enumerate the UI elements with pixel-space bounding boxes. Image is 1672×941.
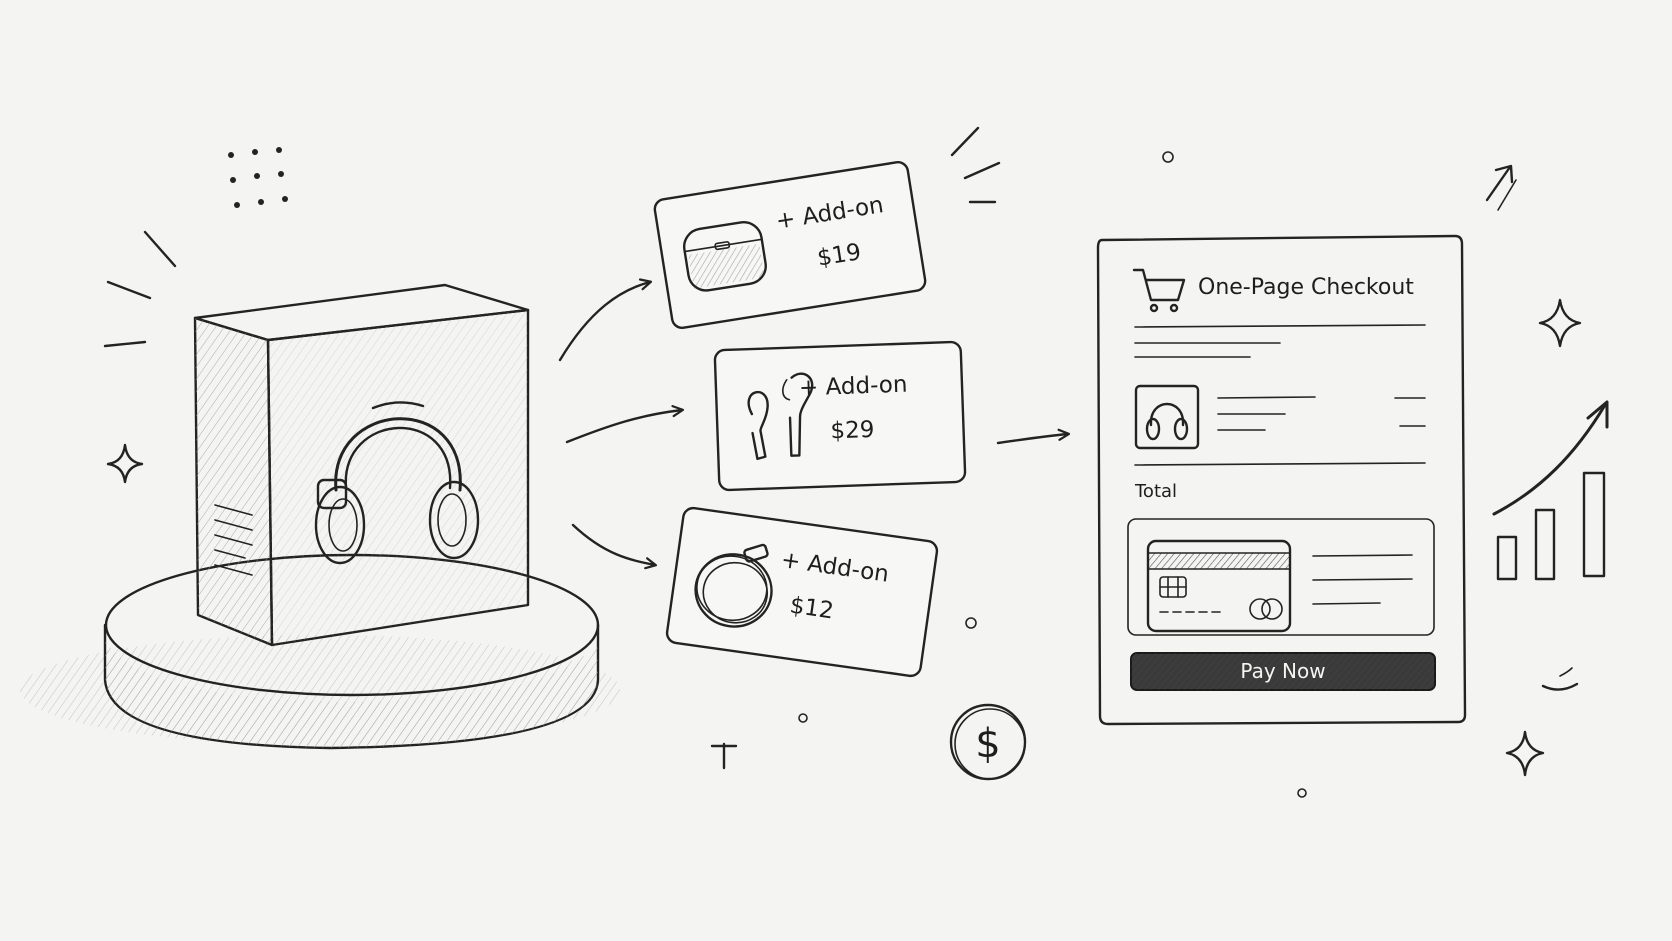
box-side-text-lines — [214, 504, 253, 576]
cart-line-item — [1134, 384, 1426, 450]
credit-card-icon — [1146, 539, 1292, 633]
sparkle-icon — [1538, 298, 1582, 348]
checkout-panel: One-Page Checkout Total — [1096, 234, 1467, 726]
svg-text:$: $ — [975, 721, 1000, 767]
addon-price: $12 — [788, 593, 835, 625]
addon-card[interactable]: + Add-on $12 — [665, 506, 939, 678]
swoosh-decoration — [1541, 667, 1579, 691]
sparkle-icon — [106, 443, 144, 484]
total-label: Total — [1134, 481, 1177, 502]
plus-icon — [710, 742, 738, 770]
checkout-title: One-Page Checkout — [1198, 275, 1414, 300]
addon-price: $29 — [830, 417, 875, 445]
trend-arrow-icon — [1485, 164, 1517, 211]
payment-section[interactable] — [1127, 518, 1435, 636]
pay-now-label: Pay Now — [1240, 659, 1325, 683]
dollar-coin-icon: $ — [949, 703, 1027, 781]
product-pedestal — [20, 553, 620, 750]
product-box — [193, 283, 530, 647]
cable-icon — [694, 543, 773, 628]
earbuds-case-icon — [682, 220, 767, 292]
headphones-icon — [314, 401, 480, 565]
sparkle-icon — [1505, 730, 1545, 777]
bar-chart-trend-up-icon — [1492, 400, 1609, 581]
dot-grid-decoration — [228, 147, 288, 208]
earbuds-icon — [747, 372, 814, 461]
flow-arrows — [558, 126, 1071, 570]
sparkle-lines-decoration — [103, 230, 177, 348]
addon-label: + Add-on — [799, 372, 908, 402]
pay-now-button[interactable]: Pay Now — [1130, 652, 1436, 691]
headphones-icon — [1145, 402, 1189, 441]
addon-card[interactable]: + Add-on $19 — [653, 161, 927, 329]
decorative-circles — [798, 151, 1307, 798]
shopping-cart-icon — [1132, 268, 1186, 313]
addon-card[interactable]: + Add-on $29 — [713, 340, 967, 492]
